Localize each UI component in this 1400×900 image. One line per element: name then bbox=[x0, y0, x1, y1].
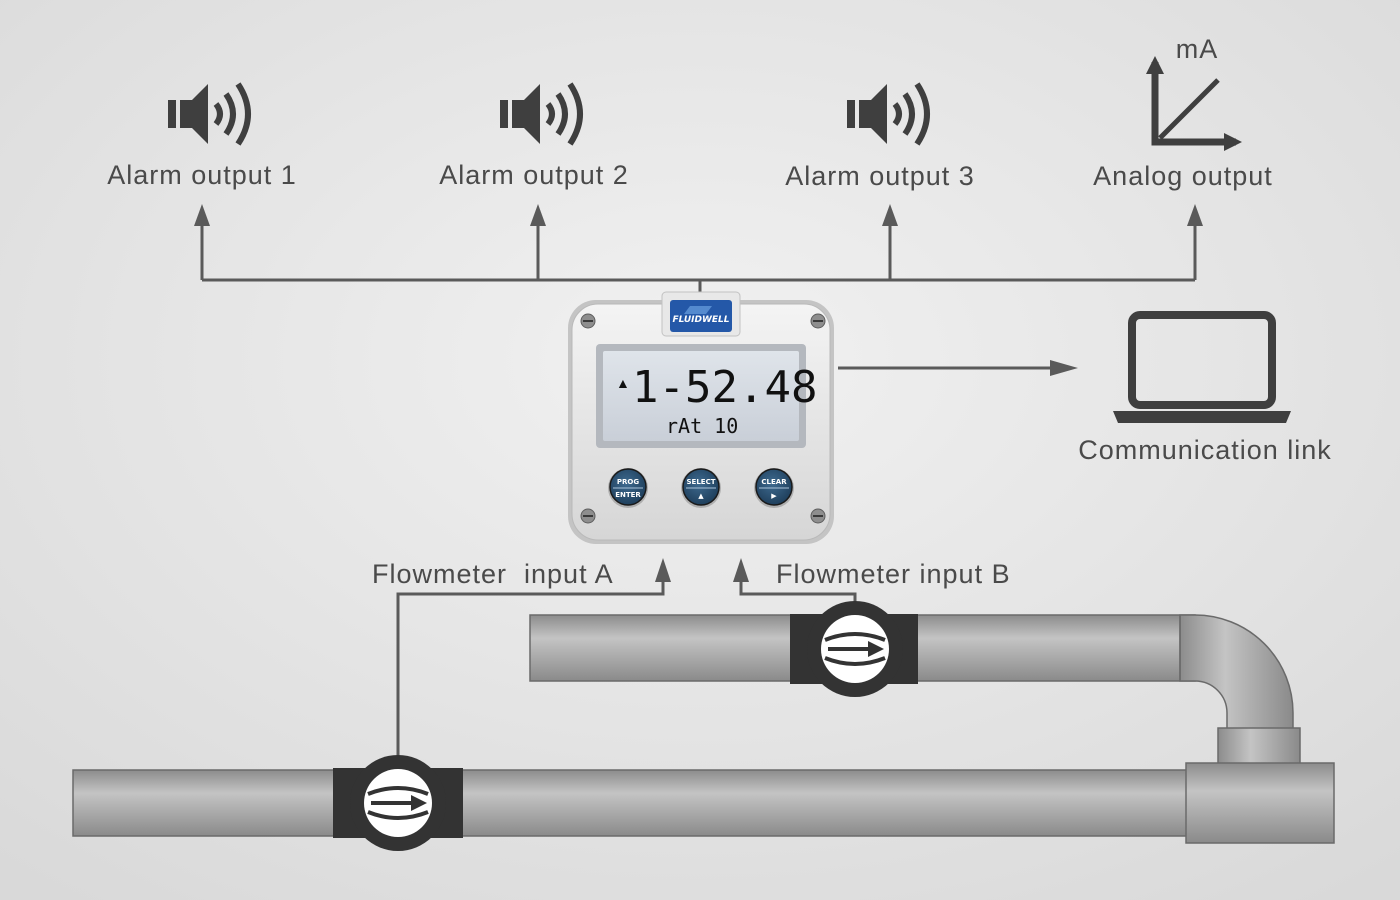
prog-enter-button[interactable]: PROG ENTER bbox=[608, 468, 648, 508]
screw-icon bbox=[580, 313, 596, 329]
right-arrow-icon: ▶ bbox=[771, 492, 777, 500]
arrow-up-icon bbox=[882, 204, 898, 226]
speaker-icon bbox=[500, 82, 583, 146]
alarm-output-2-label: Alarm output 2 bbox=[439, 160, 629, 190]
graph-icon bbox=[1146, 56, 1242, 151]
arrow-up-icon bbox=[655, 558, 671, 582]
arrow-up-icon bbox=[530, 204, 546, 226]
laptop-icon bbox=[1113, 311, 1291, 423]
comm-link-line bbox=[838, 360, 1078, 376]
clear-button[interactable]: CLEAR ▶ bbox=[754, 468, 794, 508]
display-main-value: 1-52.48 bbox=[632, 362, 817, 413]
arrow-up-icon bbox=[733, 558, 749, 582]
flowmeter-a bbox=[333, 755, 463, 851]
alarm-output-3-label: Alarm output 3 bbox=[785, 161, 975, 191]
button-bottom-label: ENTER bbox=[615, 491, 641, 499]
alarm-output-1-label: Alarm output 1 bbox=[107, 160, 297, 190]
flow-arrow-icon bbox=[411, 795, 427, 811]
communication-link-label: Communication link bbox=[1078, 435, 1332, 465]
button-top-label: CLEAR bbox=[761, 478, 787, 486]
flowmeter-input-b-label: Flowmeter input B bbox=[776, 559, 1011, 589]
pipe-lower bbox=[72, 762, 1335, 844]
display-sub-value: rAt 10 bbox=[666, 414, 738, 438]
speaker-icon bbox=[847, 82, 930, 146]
brand-logo bbox=[670, 300, 732, 332]
screw-icon bbox=[580, 508, 596, 524]
select-button[interactable]: SELECT ▲ bbox=[681, 468, 721, 508]
speaker-icon bbox=[168, 82, 251, 146]
brand-name: FLUIDWELL bbox=[672, 315, 729, 325]
arrow-right-icon bbox=[1050, 360, 1078, 376]
output-bus bbox=[200, 218, 1197, 292]
button-top-label: SELECT bbox=[687, 478, 716, 486]
display-indicator: ▲ bbox=[616, 375, 630, 391]
up-arrow-icon: ▲ bbox=[698, 492, 704, 500]
lcd-display bbox=[603, 351, 799, 441]
flow-arrow-icon bbox=[868, 641, 884, 657]
arrow-up-icon bbox=[194, 204, 210, 226]
analog-unit-label: mA bbox=[1176, 34, 1219, 64]
input-a-signal-line bbox=[396, 558, 671, 770]
button-top-label: PROG bbox=[617, 478, 639, 486]
flowmeter-b bbox=[790, 601, 918, 697]
flowmeter-input-a-label: Flowmeter input A bbox=[372, 559, 614, 589]
output-arrowheads bbox=[194, 204, 1203, 226]
screw-icon bbox=[810, 313, 826, 329]
screw-icon bbox=[810, 508, 826, 524]
analog-output-label: Analog output bbox=[1093, 161, 1273, 191]
arrow-up-icon bbox=[1187, 204, 1203, 226]
